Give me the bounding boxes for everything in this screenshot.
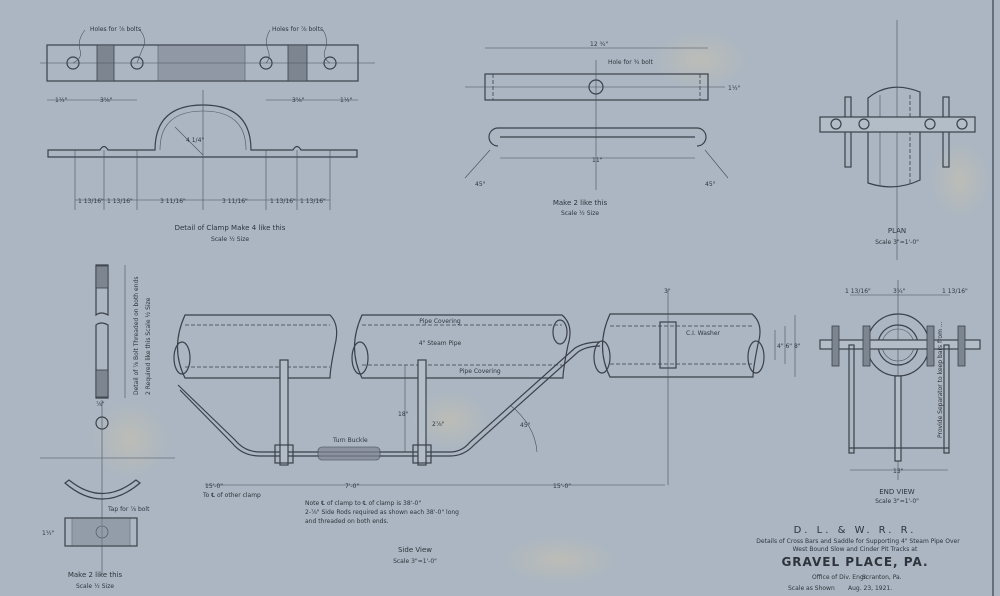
- view-title: Side View: [398, 546, 432, 554]
- label: Pipe Covering: [419, 318, 461, 325]
- label: Pipe Covering: [459, 368, 501, 375]
- plan-view: PLAN Scale 3"=1'-0": [819, 20, 976, 260]
- view-title: END VIEW: [879, 488, 915, 496]
- pipe-section: [593, 313, 765, 378]
- dimension: 1 13/16": [78, 198, 104, 205]
- view-title: PLAN: [888, 227, 906, 235]
- hole-label: Hole for ¾ bolt: [608, 59, 653, 66]
- note-line: 2-⅞" Side Rods required as shown each 38…: [305, 509, 459, 516]
- dimension: 3": [664, 288, 671, 295]
- note-line: Note ℄ of clamp to ℄ of clamp is 38'-0": [305, 500, 421, 507]
- drawing-description: West Bound Slow and Cinder Pit Tracks at: [793, 546, 918, 553]
- location-title: GRAVEL PLACE, PA.: [781, 555, 928, 569]
- pipe-section: [351, 314, 571, 379]
- dimension: 15'-0": [205, 483, 223, 490]
- note-line: and threaded on both ends.: [305, 518, 389, 525]
- label: 4" Steam Pipe: [419, 340, 462, 347]
- angle-label: 45°: [520, 422, 531, 429]
- scale-label: Scale 3"=1'-0": [875, 239, 919, 246]
- dimension: 3 11/16": [160, 198, 186, 205]
- hole-label: Holes for ⅞ bolts: [272, 26, 323, 33]
- dimension: 1 13/16": [845, 288, 871, 295]
- dimension: 1½": [55, 97, 68, 104]
- dimension-note: To ℄ of other clamp: [202, 492, 261, 499]
- angle-label: 45°: [705, 181, 716, 188]
- hole-label: Holes for ⅞ bolts: [90, 26, 141, 33]
- dimension: 3⅝": [292, 97, 305, 104]
- bolt-detail: Detail of ⅞ Bolt Threaded on both ends 2…: [40, 264, 175, 590]
- scale-label: Scale as Shown: [788, 585, 835, 592]
- dimension: 1 13/16": [270, 198, 296, 205]
- washer-label: C.I. Washer: [686, 330, 721, 337]
- dimension: 12 ¾": [590, 41, 608, 48]
- turnbuckle-label: Turn Buckle: [332, 437, 368, 444]
- scale-label: Scale ½ Size: [561, 210, 599, 217]
- dimension: ⅞": [96, 401, 105, 408]
- dimension: 3⅝": [100, 97, 113, 104]
- dimension: 18": [398, 411, 409, 418]
- dimension: 15'-0": [553, 483, 571, 490]
- side-view: Pipe Covering 4" Steam Pipe Pipe Coverin…: [173, 288, 801, 565]
- office-label: Office of Div. Engr.: [812, 574, 868, 581]
- dimension: 1½": [42, 530, 55, 537]
- clamp-detail: Holes for ⅞ bolts Holes for ⅞ bolts 1½" …: [40, 26, 375, 243]
- dimension: 4" 6" 8": [777, 343, 801, 350]
- dimension: 13": [893, 468, 904, 475]
- stains: [90, 30, 990, 585]
- caption: Detail of Clamp Make 4 like this: [175, 224, 286, 232]
- caption: Make 2 like this: [553, 199, 608, 207]
- tap-label: Tap for ⅞ bolt: [107, 506, 150, 513]
- bar-detail: 12 ¾" Hole for ¾ bolt 1½" 11" 45° 45° Ma…: [464, 41, 741, 217]
- separator-note: Provide Separator to keep bars from ...: [937, 321, 944, 438]
- railroad-name: D. L. & W. R. R.: [794, 525, 917, 536]
- dimension: 1 13/16": [942, 288, 968, 295]
- dimension: 11": [592, 157, 603, 164]
- end-view: 1 13/16" 3¼" 1 13/16" 13" Provide Separa…: [819, 280, 981, 505]
- scale-label: Scale ½ Size: [76, 583, 114, 590]
- title-block: D. L. & W. R. R. Details of Cross Bars a…: [756, 525, 960, 592]
- date-label: Aug. 23, 1921.: [848, 585, 892, 592]
- caption: Make 2 like this: [68, 571, 123, 579]
- caption: 2 Required like this Scale ½ Size: [145, 297, 152, 395]
- dimension: 1 13/16": [300, 198, 326, 205]
- pipe-section: [173, 314, 338, 379]
- dimension: 1 13/16": [107, 198, 133, 205]
- angle-label: 45°: [475, 181, 486, 188]
- dimension: 3¼": [893, 288, 906, 295]
- dimension: 2⅞": [432, 421, 445, 428]
- drawing-description: Details of Cross Bars and Saddle for Sup…: [756, 538, 960, 545]
- dimension: 1½": [728, 85, 741, 92]
- dimension: 7'-0": [345, 483, 359, 490]
- scale-label: Scale 3"=1'-0": [393, 558, 437, 565]
- city-label: Scranton, Pa.: [862, 574, 902, 581]
- scale-label: Scale ½ Size: [211, 236, 249, 243]
- dimension: 1½": [340, 97, 353, 104]
- dimension: 3 11/16": [222, 198, 248, 205]
- radius-label: 4 1/4": [186, 137, 204, 144]
- caption: Detail of ⅞ Bolt Threaded on both ends: [133, 277, 140, 395]
- scale-label: Scale 3"=1'-0": [875, 498, 919, 505]
